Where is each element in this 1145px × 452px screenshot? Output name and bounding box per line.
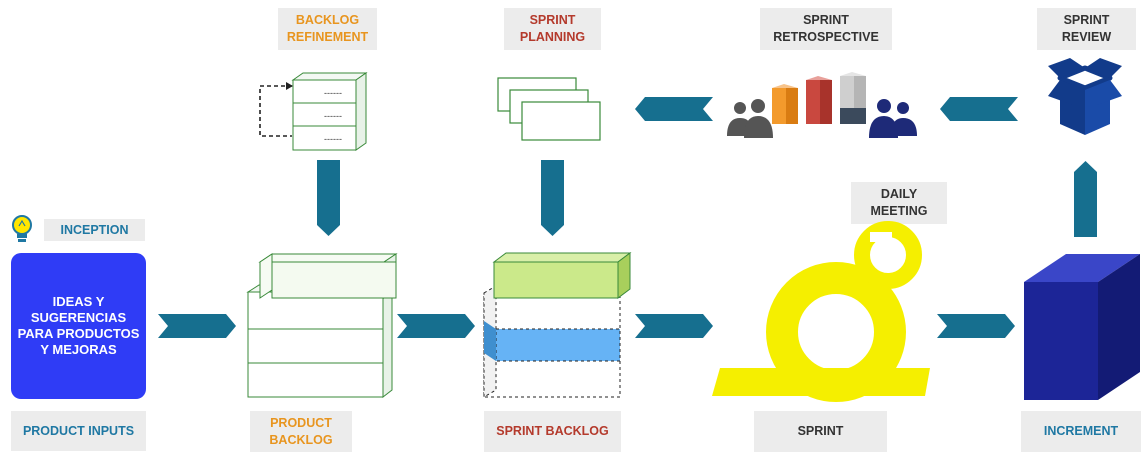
increment-label: INCREMENT bbox=[1021, 411, 1141, 452]
inception-label: INCEPTION bbox=[44, 219, 145, 241]
backlog-refinement-label-line2: REFINEMENT bbox=[286, 30, 369, 44]
arrow-backlog-to-sprint-backlog bbox=[397, 314, 475, 338]
backlog-refinement-label-line1: BACKLOG bbox=[295, 13, 360, 27]
product-inputs-label: PRODUCT INPUTS bbox=[11, 411, 146, 451]
sprint-planning-label: SPRINT PLANNING bbox=[504, 8, 601, 50]
sprint-backlog-stack bbox=[483, 252, 632, 398]
backlog-refinement-label: BACKLOG REFINEMENT bbox=[278, 8, 377, 50]
sprint-retrospective-label-line1: SPRINT bbox=[803, 13, 849, 27]
inception-label-text: INCEPTION bbox=[60, 222, 129, 237]
sprint-retrospective-label-line2: RETROSPECTIVE bbox=[773, 30, 879, 44]
sprint-backlog-label: SPRINT BACKLOG bbox=[484, 411, 621, 452]
retrospective-bars-icon bbox=[772, 72, 866, 124]
ideas-box-line3: PARA PRODUCTOS bbox=[17, 326, 140, 341]
team-icon bbox=[727, 99, 773, 138]
refinement-row-2: ------ bbox=[324, 111, 342, 121]
daily-meeting-label: DAILY MEETING bbox=[851, 182, 947, 224]
daily-meeting-label-line2: MEETING bbox=[870, 204, 928, 218]
ideas-box-line2: SUGERENCIAS bbox=[30, 310, 127, 325]
arrow-review-to-retrospective bbox=[940, 97, 1018, 121]
sprint-backlog-label-text: SPRINT BACKLOG bbox=[496, 424, 609, 438]
product-backlog-label-line1: PRODUCT bbox=[270, 415, 332, 430]
sprint-planning-label-line2: PLANNING bbox=[519, 30, 586, 44]
arrow-retrospective-to-planning bbox=[635, 97, 713, 121]
refinement-row-1: ------ bbox=[324, 88, 342, 98]
product-backlog-label: PRODUCT BACKLOG bbox=[250, 411, 352, 452]
increment-label-text: INCREMENT bbox=[1043, 424, 1119, 438]
refinement-row-3: ------ bbox=[324, 134, 342, 144]
product-backlog-stack bbox=[246, 253, 398, 399]
sprint-planning-label-line1: SPRINT bbox=[529, 13, 576, 27]
arrow-planning-down bbox=[541, 160, 564, 236]
sprint-label: SPRINT bbox=[754, 411, 887, 452]
sprint-review-label-line1: SPRINT bbox=[1063, 13, 1110, 27]
product-backlog-label-line2: BACKLOG bbox=[269, 432, 333, 447]
cube-icon bbox=[1024, 254, 1140, 400]
sprint-label-text: SPRINT bbox=[797, 424, 844, 438]
planning-cards-icon bbox=[497, 77, 601, 141]
arrow-sprint-to-increment bbox=[937, 314, 1015, 338]
ideas-box-line4: Y MEJORAS bbox=[40, 342, 117, 357]
arrow-sprint-backlog-to-sprint bbox=[635, 314, 713, 338]
sprint-retrospective-label: SPRINT RETROSPECTIVE bbox=[760, 8, 892, 50]
arrow-increment-up bbox=[1074, 161, 1097, 237]
product-inputs-label-text: PRODUCT INPUTS bbox=[22, 423, 135, 438]
lightbulb-icon bbox=[12, 215, 32, 242]
ideas-box-line1: IDEAS Y bbox=[52, 294, 105, 309]
sprint-review-label: SPRINT REVIEW bbox=[1037, 8, 1136, 50]
ideas-box: IDEAS Y SUGERENCIAS PARA PRODUCTOS Y MEJ… bbox=[11, 253, 146, 399]
arrow-refinement-down bbox=[317, 160, 340, 236]
team-icon bbox=[869, 99, 917, 138]
daily-meeting-label-line1: DAILY bbox=[880, 187, 918, 201]
sprint-cycle-icon bbox=[712, 221, 930, 402]
sprint-review-label-line2: REVIEW bbox=[1061, 30, 1112, 44]
refinement-stack: ------ ------ ------ bbox=[259, 72, 368, 151]
open-box-icon bbox=[1048, 58, 1122, 135]
arrow-inputs-to-backlog bbox=[158, 314, 236, 338]
